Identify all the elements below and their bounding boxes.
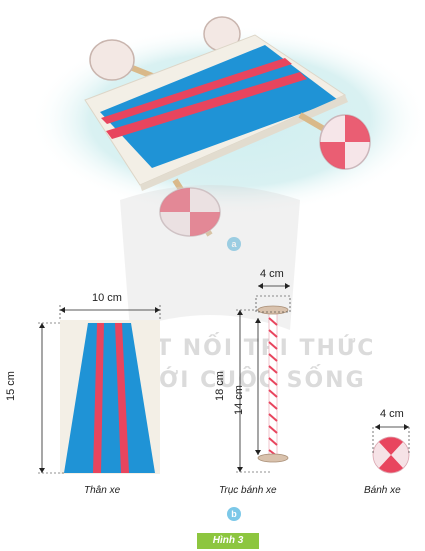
car-body-blue	[100, 45, 338, 168]
watermark-line-2: VỚI CUỘC SỐNG	[140, 368, 366, 393]
wheel-caption: Bánh xe	[364, 485, 401, 496]
marker-b: b	[227, 507, 241, 521]
car-body-stripe-2	[106, 72, 307, 139]
axle-wheel-dimension-box	[255, 295, 291, 313]
watermark-line-1: KẾT NỐI TRI THỨC	[120, 336, 376, 361]
axle-total-label: 18 cm	[213, 371, 226, 401]
body-blue-trapezoid	[64, 323, 155, 473]
front-left-wheel	[159, 187, 221, 237]
rear-left-wheel	[89, 39, 135, 81]
car-body-edge	[140, 95, 348, 191]
axle-bottom-wheel	[257, 453, 289, 463]
axle-wheel-label: 4 cm	[260, 268, 284, 280]
watermark-logo	[120, 185, 300, 330]
wheel-width-label: 4 cm	[380, 408, 404, 420]
body-width-label: 10 cm	[92, 292, 122, 304]
front-right-wheel	[319, 114, 371, 170]
axle-top-wheel	[257, 305, 289, 315]
axle-caption: Trục bánh xe	[219, 485, 277, 496]
figure-label: Hình 3	[197, 533, 259, 549]
axle-stick	[268, 311, 278, 458]
marker-a: a	[227, 237, 241, 251]
axle-inner-label: 14 cm	[232, 385, 245, 415]
body-caption: Thân xe	[84, 485, 121, 496]
body-stripe-right	[115, 323, 129, 473]
car-photo	[30, 16, 425, 237]
body-height-label: 15 cm	[4, 371, 17, 401]
car-body-stripe-1	[101, 58, 292, 124]
body-stripe-left	[93, 323, 104, 473]
